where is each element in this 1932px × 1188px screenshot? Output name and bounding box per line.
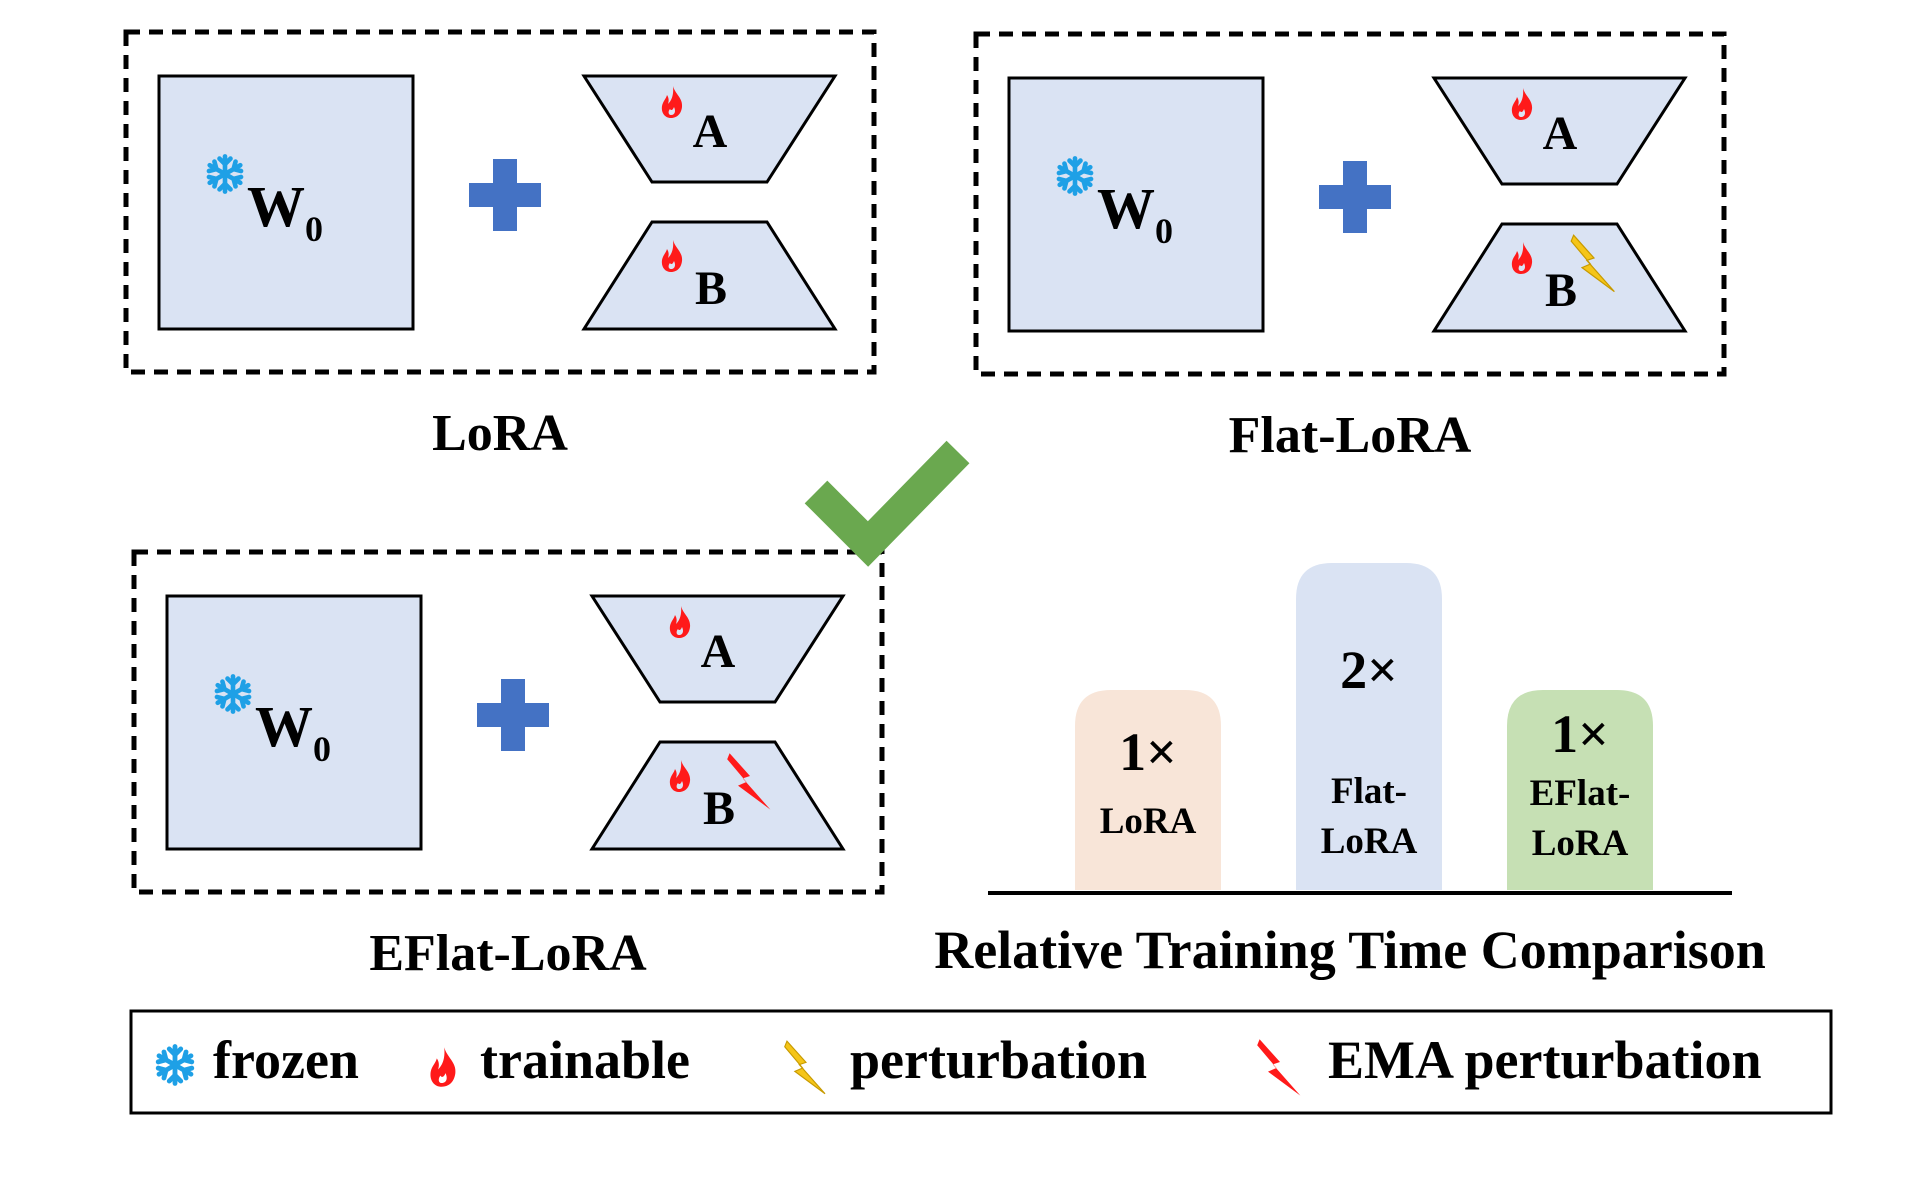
w0-matrix-box xyxy=(165,594,423,851)
w0-label: W0 xyxy=(247,174,323,249)
bar-value-label: 1× xyxy=(1551,704,1609,764)
bar-rect xyxy=(1296,563,1442,890)
bar-name-label: EFlat- xyxy=(1530,773,1631,814)
bar-name-label: Flat- xyxy=(1331,771,1407,812)
w0-main: W xyxy=(247,174,305,239)
bar-2: 1× EFlat- LoRA xyxy=(1507,690,1653,890)
panel-caption: EFlat-LoRA xyxy=(369,925,647,982)
w0-subscript: 0 xyxy=(1155,211,1173,251)
comparison-title: Relative Training Time Comparison xyxy=(934,920,1766,980)
bar-0: 1× LoRA xyxy=(1075,690,1221,890)
matrix-b-trapezoid xyxy=(589,740,846,851)
plus-icon xyxy=(1319,161,1391,233)
dashed-border xyxy=(131,549,885,895)
ema-bolt-icon xyxy=(1257,1039,1301,1096)
matrix-b-label: B xyxy=(695,262,727,315)
panel-caption: Flat-LoRA xyxy=(1229,407,1472,464)
bar-name-label: LoRA xyxy=(1321,821,1418,862)
panel-eflat-lora: W0 A B EFlat-LoRA xyxy=(131,440,970,982)
matrix-a-label: A xyxy=(693,105,728,158)
w0-label: W0 xyxy=(255,694,331,769)
fire-icon xyxy=(430,1047,456,1087)
legend-label: perturbation xyxy=(850,1030,1147,1090)
matrix-b-label: B xyxy=(1545,264,1577,317)
dashed-border xyxy=(123,29,877,375)
perturbation-bolt-icon xyxy=(784,1040,826,1095)
legend-label: frozen xyxy=(213,1030,359,1090)
matrix-a-trapezoid xyxy=(1431,76,1688,186)
legend-label: EMA perturbation xyxy=(1328,1030,1762,1090)
w0-subscript: 0 xyxy=(305,209,323,249)
plus-icon xyxy=(469,159,541,231)
legend-item-1: trainable xyxy=(430,1030,690,1090)
bar-value-label: 2× xyxy=(1340,640,1398,700)
panel-caption: LoRA xyxy=(432,405,568,462)
matrix-b-trapezoid xyxy=(581,220,838,331)
w0-matrix-box xyxy=(1007,76,1265,333)
matrix-b-label: B xyxy=(703,782,735,835)
matrix-b-trapezoid xyxy=(1431,222,1688,333)
w0-main: W xyxy=(255,694,313,759)
legend-item-2: perturbation xyxy=(784,1030,1147,1095)
panel-flat-lora: W0 A B Flat-LoRA xyxy=(973,31,1727,464)
plus-icon xyxy=(477,679,549,751)
bar-rect xyxy=(1075,690,1221,890)
legend-item-3: EMA perturbation xyxy=(1257,1030,1762,1096)
snowflake-icon xyxy=(158,1047,192,1084)
matrix-a-label: A xyxy=(1543,107,1578,160)
w0-main: W xyxy=(1097,176,1155,241)
dashed-border xyxy=(973,31,1727,377)
matrix-a-trapezoid xyxy=(589,594,846,704)
w0-matrix-box xyxy=(157,74,415,331)
matrix-a-trapezoid xyxy=(581,74,838,184)
bar-value-label: 1× xyxy=(1119,722,1177,782)
check-icon xyxy=(804,440,970,567)
w0-label: W0 xyxy=(1097,176,1173,251)
legend-label: trainable xyxy=(480,1030,690,1090)
bar-rect xyxy=(1507,690,1653,890)
w0-subscript: 0 xyxy=(313,729,331,769)
legend-box xyxy=(129,1009,1833,1115)
legend-item-0: frozen xyxy=(158,1030,359,1090)
matrix-a-label: A xyxy=(701,625,736,678)
bar-1: 2× Flat- LoRA xyxy=(1296,563,1442,890)
bar-name-label: LoRA xyxy=(1100,801,1197,842)
panel-lora: W0 A B LoRA xyxy=(123,29,877,462)
bar-name-label: LoRA xyxy=(1532,823,1629,864)
